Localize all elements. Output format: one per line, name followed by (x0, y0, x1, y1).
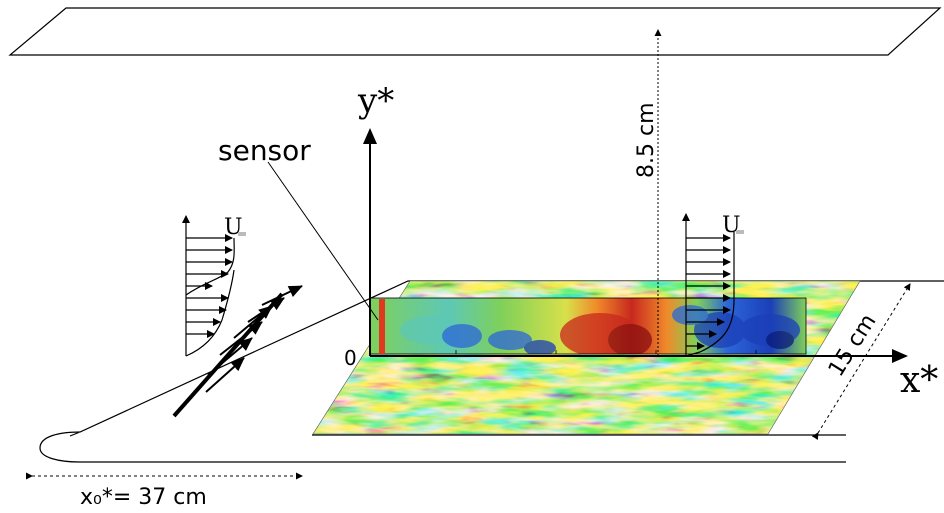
top-wall (8, 7, 942, 56)
inlet-velocity-profile (182, 215, 235, 357)
velocity-field-plane (313, 281, 860, 434)
sensor-label: sensor (218, 134, 311, 167)
outlet-velocity-profile (682, 213, 735, 357)
sensor-field-panel (369, 297, 807, 355)
y-axis-label: y* (357, 81, 394, 121)
x-axis-label: x* (900, 360, 938, 401)
u-inf-right-subscript (736, 230, 744, 234)
offset-label: x₀*= 37 cm (80, 485, 207, 510)
diagonal-inflow-arrows (172, 285, 303, 418)
origin-label: 0 (344, 346, 357, 370)
sensor-bar (379, 299, 385, 354)
sensor-pointer (267, 161, 379, 321)
height-label: 8.5 cm (634, 102, 659, 178)
u-inf-left-subscript (238, 232, 246, 236)
u-inf-right-label: U (722, 213, 741, 238)
u-inf-left-label: U (224, 215, 243, 240)
width-dimension-line (811, 283, 911, 440)
flat-plate (39, 280, 944, 463)
